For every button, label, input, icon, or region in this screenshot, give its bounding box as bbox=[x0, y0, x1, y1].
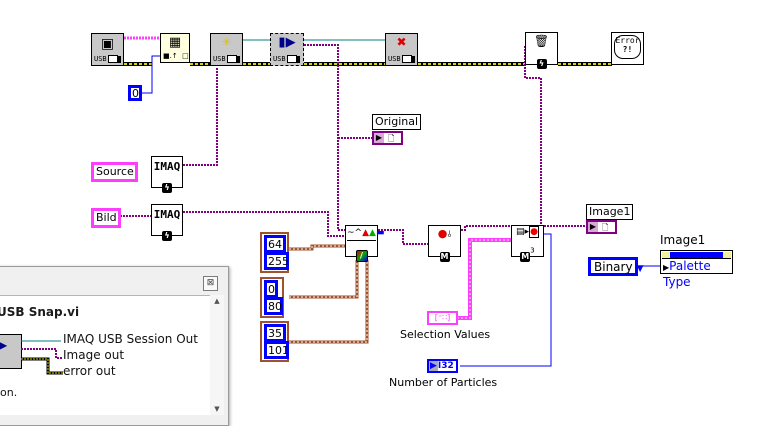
range-min[interactable]: 64 bbox=[264, 235, 286, 253]
close-help-button[interactable]: ⊠ bbox=[203, 276, 218, 291]
range-min[interactable]: 0 bbox=[264, 280, 278, 298]
image1-property-node[interactable]: ▶Palette Type bbox=[660, 250, 733, 289]
selection-values-label: Selection Values bbox=[400, 328, 491, 341]
imaq-badge-icon: ϟ bbox=[526, 51, 557, 70]
range-min[interactable]: 35 bbox=[264, 324, 286, 342]
usb-label: USB bbox=[273, 55, 300, 63]
source-constant[interactable]: Source bbox=[91, 162, 138, 182]
selection-values-control[interactable]: [⁼∷] bbox=[427, 311, 458, 325]
chevron-down-icon: ▼ bbox=[636, 264, 644, 274]
bild-constant[interactable]: Bild bbox=[91, 208, 121, 228]
index-constant[interactable]: 0 bbox=[128, 85, 142, 101]
image1-label: Image1 bbox=[586, 204, 634, 220]
imaq-badge-icon: M bbox=[439, 252, 450, 262]
close-session-icon: ✖ bbox=[396, 35, 407, 49]
particle-filter-icon: ▤▸● bbox=[516, 226, 539, 238]
speech-bubble-icon: Error ?! bbox=[614, 35, 641, 59]
usb-label: USB bbox=[94, 55, 121, 63]
terminal-arrow-icon: ▶ bbox=[588, 222, 598, 232]
trash-icon: 🗑 bbox=[533, 34, 550, 48]
index-array-node[interactable]: ▦ ■.↑ □ bbox=[160, 33, 190, 63]
usb-configure-node[interactable]: ✳ USB bbox=[210, 33, 243, 66]
usb-close-node[interactable]: ✖ USB bbox=[385, 33, 418, 66]
usb-snap-node[interactable]: ▮▶ USB bbox=[270, 33, 304, 66]
particle-count-wire[interactable] bbox=[460, 233, 552, 367]
camera-list-icon: ▣ bbox=[100, 36, 115, 52]
imaq-label: IMAQ bbox=[153, 208, 181, 221]
original-indicator[interactable]: ▶ 🗋 bbox=[372, 131, 403, 145]
help-scrollbar[interactable]: ▲ ▼ bbox=[210, 295, 224, 415]
imaq-badge-icon: ϟ bbox=[152, 175, 182, 194]
play-icon: ▶ bbox=[0, 338, 8, 352]
help-wires bbox=[21, 340, 63, 375]
context-help-window[interactable]: ⊠ USB Snap.vi ▶ IMAQ USB Session Out Ima… bbox=[0, 266, 229, 426]
particle-remove-icon: ●⫰ bbox=[437, 227, 452, 240]
scroll-up-icon[interactable]: ▲ bbox=[214, 297, 220, 305]
image-wires[interactable] bbox=[120, 44, 585, 245]
property-node-title: Image1 bbox=[660, 233, 706, 247]
help-terminal-session-out: IMAQ USB Session Out bbox=[63, 332, 198, 346]
usb-enumerate-cameras-node[interactable]: ▣ USB bbox=[91, 33, 124, 66]
property-node-header bbox=[662, 252, 731, 259]
color-threshold-node[interactable]: ~^▲▲▬ / bbox=[345, 225, 384, 262]
new-session-icon: ✳ bbox=[221, 35, 232, 49]
imaq-label: IMAQ bbox=[153, 160, 181, 173]
error-glyph: ?! bbox=[622, 45, 633, 54]
range-cluster-2[interactable]: 0 80 bbox=[260, 277, 284, 318]
palette-type-property[interactable]: ▶Palette Type bbox=[663, 259, 711, 289]
index-array-icon: ▦ bbox=[168, 35, 182, 50]
help-terminal-image-out: Image out bbox=[63, 348, 125, 362]
palette-type-ring[interactable]: Binary▼ bbox=[588, 257, 643, 276]
help-content: USB Snap.vi ▶ IMAQ USB Session Out Image… bbox=[0, 295, 210, 415]
error-handler-node[interactable]: Error ?! bbox=[611, 32, 644, 65]
index-wire[interactable] bbox=[141, 55, 160, 94]
imaq-badge-icon: ϟ bbox=[152, 223, 182, 242]
range-max[interactable]: 80 bbox=[264, 297, 283, 315]
original-label: Original bbox=[372, 114, 422, 130]
error-label: Error bbox=[615, 36, 640, 45]
remove-particle-node[interactable]: ●⫰ M bbox=[428, 225, 461, 262]
range-max[interactable]: 101 bbox=[264, 341, 289, 359]
number-of-particles-indicator[interactable]: ▶I32 bbox=[427, 359, 458, 373]
usb-label: USB bbox=[213, 55, 240, 63]
terminal-arrow-icon: ▶ bbox=[374, 133, 384, 143]
selection-wire[interactable] bbox=[457, 238, 512, 320]
particle-filter-node[interactable]: ▤▸● M3 bbox=[511, 225, 544, 262]
terminal-arrow-icon: ▶ bbox=[429, 361, 438, 371]
image-icon: 🗋 bbox=[388, 134, 395, 143]
number-of-particles-label: Number of Particles bbox=[389, 376, 498, 389]
imaq-create-source-node[interactable]: IMAQ ϟ bbox=[151, 156, 183, 193]
help-description: ion. bbox=[0, 386, 18, 399]
index-terminals: ■.↑ □ bbox=[163, 52, 189, 60]
range-cluster-1[interactable]: 64 255 bbox=[260, 232, 289, 273]
histogram-icon: ~^▲▲▬ bbox=[347, 227, 384, 241]
scroll-down-icon[interactable]: ▼ bbox=[214, 405, 220, 413]
usb-label: USB bbox=[388, 55, 415, 63]
imaq-create-bild-node[interactable]: IMAQ ϟ bbox=[151, 204, 183, 241]
imaq-dispose-node[interactable]: 🗑 ϟ bbox=[525, 32, 558, 69]
image1-indicator[interactable]: ▶ 🗋 bbox=[586, 220, 617, 234]
imaq-badge-icon: M3 bbox=[520, 246, 535, 262]
range-cluster-3[interactable]: 35 101 bbox=[260, 321, 289, 362]
help-title: USB Snap.vi bbox=[0, 305, 80, 319]
terminal-arrow-icon: ▶ bbox=[663, 263, 670, 272]
image-icon: 🗋 bbox=[602, 223, 609, 232]
play-icon: ▮▶ bbox=[278, 35, 296, 50]
help-terminal-error-out: error out bbox=[63, 364, 116, 378]
range-max[interactable]: 255 bbox=[264, 252, 289, 270]
help-vi-icon: ▶ bbox=[0, 334, 22, 369]
color-badge-icon: / bbox=[346, 243, 377, 262]
